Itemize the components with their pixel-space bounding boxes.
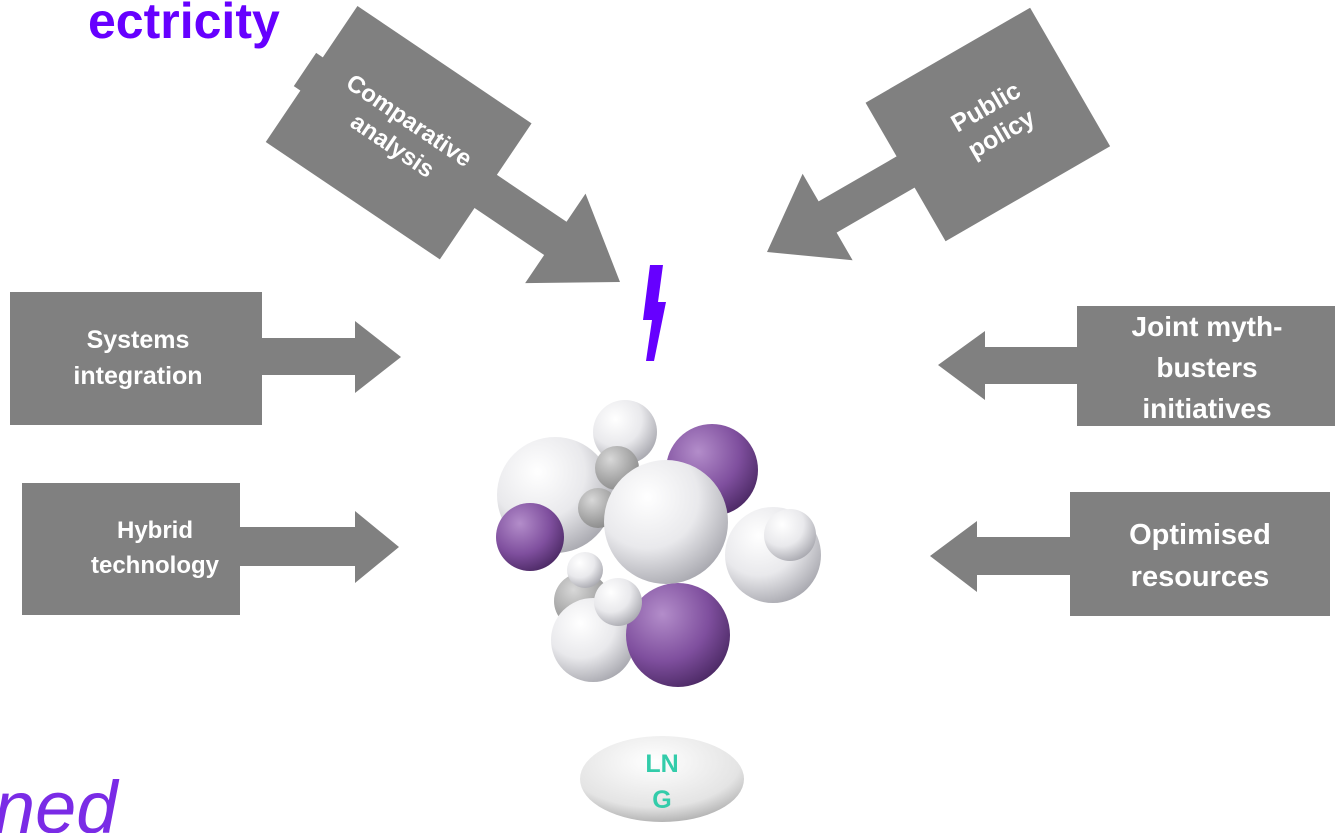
systems-label-line1: Systems <box>87 326 190 354</box>
hybrid-label-line1: Hybrid <box>117 517 193 544</box>
systems-label-line2: integration <box>73 362 202 390</box>
molecule-cluster-icon <box>496 400 821 687</box>
optimised-label-line2: resources <box>1131 561 1270 593</box>
lng-label-line2: G <box>652 786 671 814</box>
arrow-public-policy: Public policy <box>767 7 1111 261</box>
arrow-optimised-resources: Optimised resources <box>930 492 1330 616</box>
lightning-bolt-icon <box>643 265 666 361</box>
optimised-label-line1: Optimised <box>1129 519 1271 551</box>
arrow-systems-integration: Systems integration <box>10 292 401 425</box>
joint-label-line3: initiatives <box>1142 393 1271 424</box>
slide-title: ectricity <box>88 0 280 49</box>
arrow-comparative-analysis: Comparative analysis <box>265 5 620 284</box>
lng-badge: LN G <box>580 736 744 822</box>
joint-label-line1: Joint myth- <box>1132 311 1283 342</box>
arrow-hybrid-technology: Hybrid technology <box>22 483 399 615</box>
bottom-caption: ned <box>0 766 120 833</box>
lng-label-line1: LN <box>645 750 678 778</box>
joint-label-line2: busters <box>1156 352 1257 383</box>
arrow-joint-mythbusters: Joint myth- busters initiatives <box>938 306 1335 426</box>
hybrid-label-line2: technology <box>91 552 220 579</box>
